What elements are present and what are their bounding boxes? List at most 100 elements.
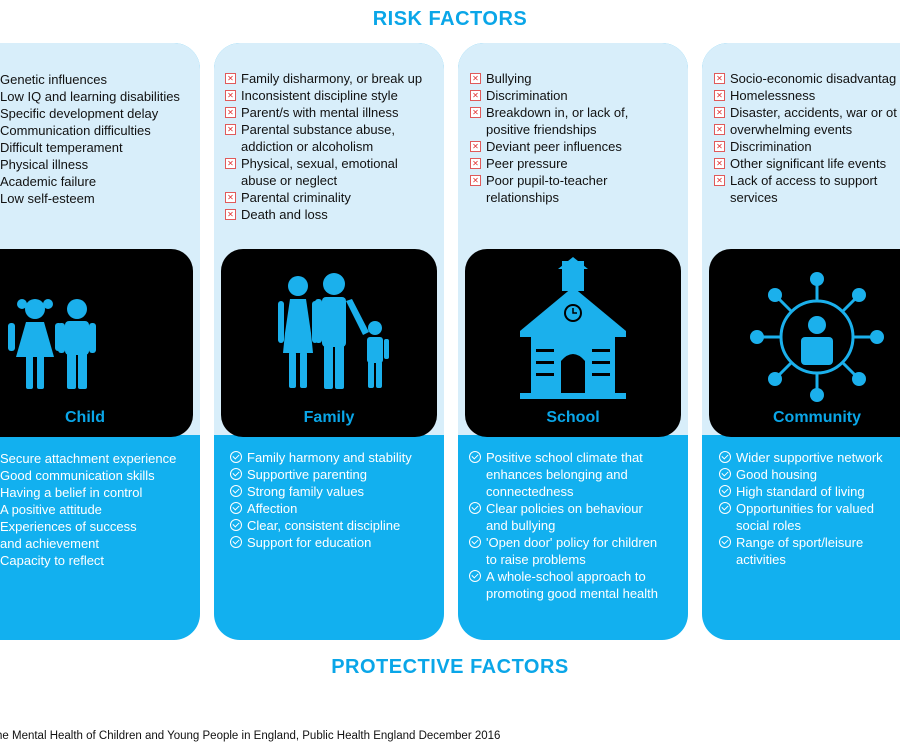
- list-item: ✕Death and loss: [223, 206, 422, 223]
- list-item: Wider supportive network: [718, 449, 883, 466]
- list-item: Communication difficulties: [0, 123, 151, 138]
- check-circle-icon: [230, 502, 242, 514]
- community-risk-list: ✕Socio-economic disadvantag ✕Homelessnes…: [712, 70, 900, 206]
- list-item: Experiences of success: [0, 519, 137, 534]
- list-item: ✕Poor pupil-to-teacher: [468, 172, 628, 189]
- school-card: ✕Bullying ✕Discrimination ✕Breakdown in,…: [458, 43, 688, 640]
- list-item: ✕overwhelming events: [712, 121, 900, 138]
- list-item: ✕Physical, sexual, emotional: [223, 155, 422, 172]
- list-item: Physical illness: [0, 157, 89, 172]
- protective-factors-heading: PROTECTIVE FACTORS: [331, 656, 569, 678]
- family-card: ✕Family disharmony, or break up ✕Inconsi…: [214, 43, 444, 640]
- list-item: Low IQ and learning disabilities: [0, 89, 180, 104]
- list-item: Good housing: [718, 466, 883, 483]
- family-protective-list: Family harmony and stability Supportive …: [229, 449, 412, 551]
- list-item: activities: [736, 552, 786, 567]
- cross-icon: ✕: [470, 158, 481, 169]
- community-label: Community: [773, 409, 861, 426]
- list-item: ✕Parental criminality: [223, 189, 422, 206]
- list-item: ✕Deviant peer influences: [468, 138, 628, 155]
- cross-icon: ✕: [470, 141, 481, 152]
- cross-icon: ✕: [714, 124, 725, 135]
- children-icon: [8, 299, 96, 389]
- cross-icon: ✕: [225, 209, 236, 220]
- community-panel: Community: [709, 249, 900, 437]
- community-card: ✕Socio-economic disadvantag ✕Homelessnes…: [702, 43, 900, 640]
- cross-icon: ✕: [714, 107, 725, 118]
- list-item: Low self-esteem: [0, 191, 95, 206]
- list-item: Affection: [229, 500, 412, 517]
- check-circle-icon: [230, 451, 242, 463]
- check-circle-icon: [469, 502, 481, 514]
- list-item: A whole-school approach to: [468, 568, 658, 585]
- cross-icon: ✕: [714, 141, 725, 152]
- list-item: ✕Parent/s with mental illness: [223, 104, 422, 121]
- list-item: social roles: [736, 518, 802, 533]
- list-item: ✕Discrimination: [468, 87, 628, 104]
- family-panel: Family: [221, 249, 437, 437]
- family-risk-list: ✕Family disharmony, or break up ✕Inconsi…: [223, 70, 422, 223]
- list-item: Strong family values: [229, 483, 412, 500]
- check-circle-icon: [719, 485, 731, 497]
- list-item: and achievement: [0, 536, 100, 551]
- list-item: ✕Disaster, accidents, war or ot: [712, 104, 900, 121]
- cross-icon: ✕: [225, 124, 236, 135]
- list-item: ✕Lack of access to support: [712, 172, 900, 189]
- list-item: 'Open door' policy for children: [468, 534, 658, 551]
- list-item: Opportunities for valued: [718, 500, 883, 517]
- list-item: ✕Inconsistent discipline style: [223, 87, 422, 104]
- list-item: Support for education: [229, 534, 412, 551]
- check-circle-icon: [230, 468, 242, 480]
- cross-icon: ✕: [225, 90, 236, 101]
- school-panel: School: [465, 249, 681, 437]
- family-icon: [278, 273, 389, 389]
- cross-icon: ✕: [470, 107, 481, 118]
- list-item: services: [730, 190, 778, 205]
- list-item: enhances belonging and: [486, 467, 628, 482]
- check-circle-icon: [469, 570, 481, 582]
- list-item: abuse or neglect: [241, 173, 338, 188]
- child-panel: Child: [0, 249, 193, 437]
- cross-icon: ✕: [225, 158, 236, 169]
- risk-factors-heading: RISK FACTORS: [372, 8, 528, 30]
- list-item: ✕Peer pressure: [468, 155, 628, 172]
- cross-icon: ✕: [470, 73, 481, 84]
- cross-icon: ✕: [714, 175, 725, 186]
- cross-icon: ✕: [714, 158, 725, 169]
- cross-icon: ✕: [225, 192, 236, 203]
- list-item: ✕Socio-economic disadvantag: [712, 70, 900, 87]
- list-item: Clear policies on behaviour: [468, 500, 658, 517]
- list-item: promoting good mental health: [486, 586, 659, 601]
- community-network-icon: [750, 272, 884, 402]
- list-item: ✕Other significant life events: [712, 155, 900, 172]
- family-label: Family: [303, 409, 355, 426]
- cross-icon: ✕: [714, 73, 725, 84]
- list-item: A positive attitude: [0, 502, 102, 517]
- child-card: Genetic influences Low IQ and learning d…: [0, 43, 200, 640]
- list-item: ✕Bullying: [468, 70, 628, 87]
- check-circle-icon: [719, 451, 731, 463]
- check-circle-icon: [230, 519, 242, 531]
- cross-icon: ✕: [225, 73, 236, 84]
- check-circle-icon: [719, 468, 731, 480]
- check-circle-icon: [469, 451, 481, 463]
- community-protective-list: Wider supportive network Good housing Hi…: [718, 449, 883, 568]
- list-item: Range of sport/leisure: [718, 534, 883, 551]
- list-item: Supportive parenting: [229, 466, 412, 483]
- list-item: Clear, consistent discipline: [229, 517, 412, 534]
- cross-icon: ✕: [225, 107, 236, 118]
- list-item: High standard of living: [718, 483, 883, 500]
- list-item: Difficult temperament: [0, 140, 123, 155]
- child-protective-list: Secure attachment experience Good commun…: [0, 450, 176, 569]
- child-risk-list: Genetic influences Low IQ and learning d…: [0, 71, 180, 207]
- check-circle-icon: [719, 536, 731, 548]
- list-item: Secure attachment experience: [0, 451, 177, 466]
- list-item: Positive school climate that: [468, 449, 658, 466]
- list-item: Having a belief in control: [0, 485, 143, 500]
- list-item: Good communication skills: [0, 468, 155, 483]
- list-item: ✕Discrimination: [712, 138, 900, 155]
- list-item: ✕Breakdown in, or lack of,: [468, 104, 628, 121]
- check-circle-icon: [469, 536, 481, 548]
- list-item: Capacity to reflect: [0, 553, 105, 568]
- list-item: to raise problems: [486, 552, 586, 567]
